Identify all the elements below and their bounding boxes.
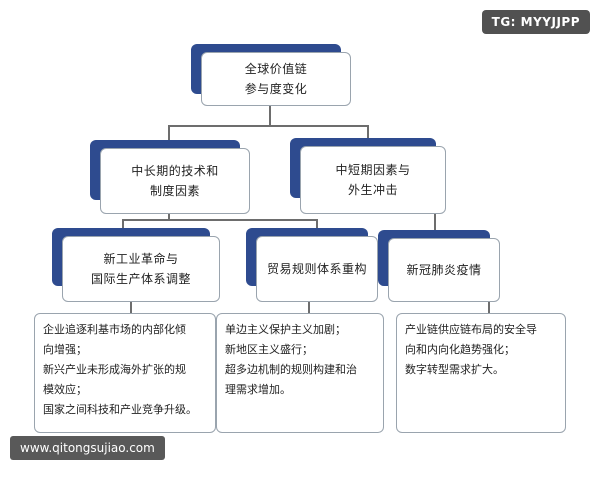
level2-short-term-line2: 外生冲击 — [347, 183, 398, 197]
level2-node-long-term: 中长期的技术和 制度因素 — [90, 140, 250, 215]
detail-industrial-line: 国家之间科技和产业竞争升级。 — [43, 403, 197, 416]
detail-covid-line: 产业链供应链布局的安全导 — [405, 323, 537, 336]
detail-box-trade: 单边主义保护主义加剧； 新地区主义盛行； 超多边机制的规则构建和治 理需求增加。 — [216, 313, 384, 433]
level2-long-term-line1: 中长期的技术和 — [131, 164, 219, 178]
connector-root-down — [269, 101, 271, 126]
connector-level3-mid — [316, 219, 318, 232]
site-watermark: www.qitongsujiao.com — [10, 436, 165, 460]
detail-industrial-line: 模效应； — [43, 383, 87, 396]
detail-covid-line: 向和内向化趋势强化； — [405, 343, 515, 356]
detail-trade-line: 理需求增加。 — [225, 383, 291, 396]
connector-mid-down — [168, 210, 170, 220]
root-line1: 全球价值链 — [244, 62, 308, 76]
detail-box-industrial: 企业追逐利基市场的内部化倾 向增强； 新兴产业未形成海外扩张的规 模效应； 国家… — [34, 313, 216, 433]
level3-covid-line1: 新冠肺炎疫情 — [406, 263, 482, 277]
connector-detail-left — [130, 298, 132, 313]
detail-trade-line: 新地区主义盛行； — [225, 343, 313, 356]
detail-industrial-line: 企业追逐利基市场的内部化倾 — [43, 323, 186, 336]
connector-detail-right — [488, 298, 490, 313]
connector-level2-left — [168, 125, 170, 145]
level3-node-covid: 新冠肺炎疫情 — [378, 230, 500, 302]
root-node: 全球价值链 参与度变化 — [191, 44, 351, 106]
level2-long-term-line2: 制度因素 — [149, 184, 200, 198]
connector-level2-bar — [168, 125, 368, 127]
connector-level3-bar — [122, 219, 317, 221]
detail-trade-line: 超多边机制的规则构建和治 — [225, 363, 357, 376]
connector-detail-mid — [308, 298, 310, 313]
level3-node-trade-rules: 贸易规则体系重构 — [246, 228, 378, 302]
level3-industrial-line2: 国际生产体系调整 — [90, 272, 191, 286]
level3-trade-line1: 贸易规则体系重构 — [266, 262, 367, 276]
detail-industrial-line: 向增强； — [43, 343, 87, 356]
detail-trade-line: 单边主义保护主义加剧； — [225, 323, 346, 336]
detail-covid-line: 数字转型需求扩大。 — [405, 363, 504, 376]
root-line2: 参与度变化 — [244, 82, 308, 96]
level2-short-term-line1: 中短期因素与 — [335, 163, 411, 177]
level3-node-industrial-revolution: 新工业革命与 国际生产体系调整 — [52, 228, 220, 302]
detail-industrial-line: 新兴产业未形成海外扩张的规 — [43, 363, 186, 376]
connector-level2-right — [367, 125, 369, 143]
level2-node-short-term: 中短期因素与 外生冲击 — [290, 138, 446, 214]
connector-short-down — [434, 210, 436, 235]
connector-level3-left — [122, 219, 124, 232]
telegram-tag-badge: TG: MYYJJPP — [481, 10, 590, 34]
detail-box-covid: 产业链供应链布局的安全导 向和内向化趋势强化； 数字转型需求扩大。 — [396, 313, 566, 433]
level3-industrial-line1: 新工业革命与 — [103, 252, 179, 266]
